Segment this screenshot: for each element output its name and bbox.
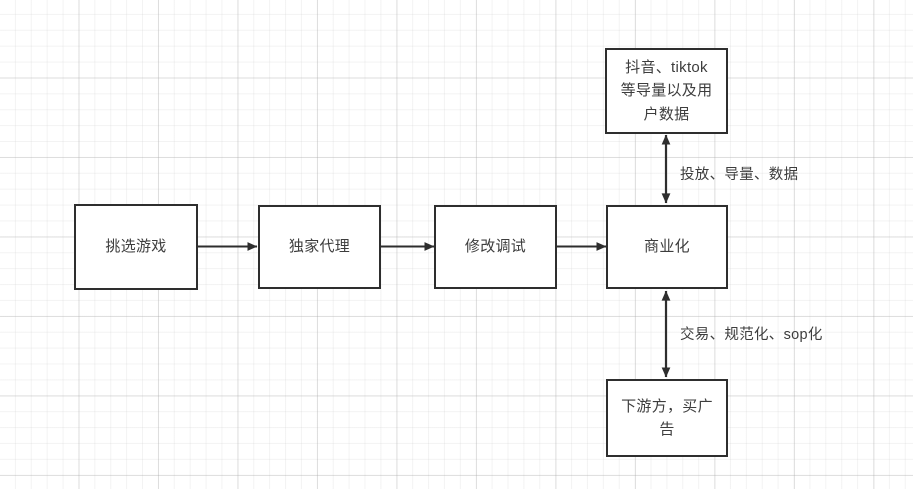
edge-label-upper: 投放、导量、数据	[680, 167, 799, 183]
edge-label-lower: 交易、规范化、sop化	[680, 327, 823, 343]
node-pick-game[interactable]: 挑选游戏	[74, 204, 198, 290]
node-exclusive-agent[interactable]: 独家代理	[258, 205, 381, 289]
node-downstream[interactable]: 下游方，买广 告	[606, 379, 728, 457]
node-traffic-source[interactable]: 抖音、tiktok 等导量以及用 户数据	[605, 48, 728, 134]
node-commercialize[interactable]: 商业化	[606, 205, 728, 289]
node-modify-debug[interactable]: 修改调试	[434, 205, 557, 289]
